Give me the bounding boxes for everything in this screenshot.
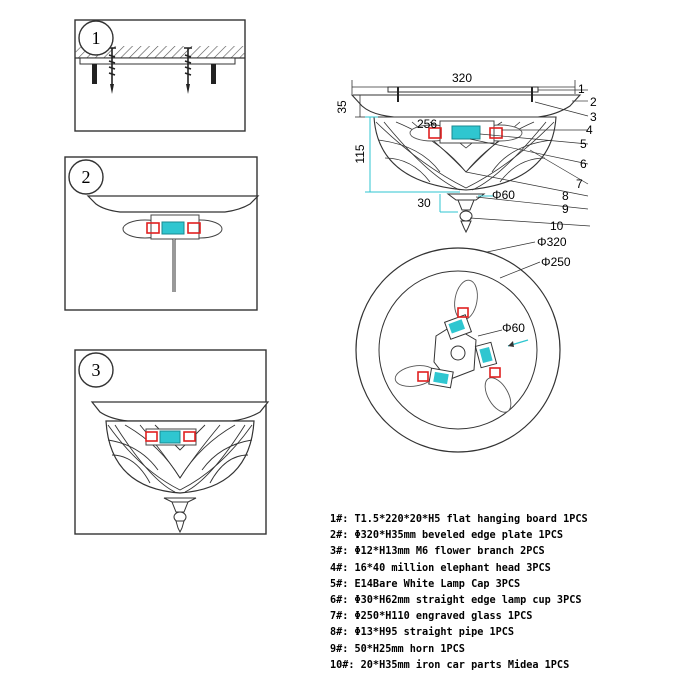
step-2-panel: 2 (64, 156, 260, 311)
dim-glass-height: 115 (353, 144, 367, 163)
plan-socket-top (443, 307, 473, 340)
step-2-number: 2 (82, 167, 91, 187)
callout-1: 1 (578, 82, 585, 96)
step-1-number: 1 (92, 28, 101, 48)
lamp-cap-cyan (159, 430, 181, 444)
elevation-view: 320 256 (335, 71, 597, 234)
parts-list-item: 6#: Φ30*H62mm straight edge lamp cup 3PC… (330, 595, 582, 607)
glass-bowl (105, 420, 255, 494)
socket-red-left (146, 222, 160, 234)
callout-8: 8 (562, 189, 569, 203)
edge-plate (86, 195, 260, 213)
callout-6: 6 (580, 157, 587, 171)
plan-view: Φ320 Φ250 Φ60 (355, 235, 571, 453)
parts-list-item: 10#: 20*H35mm iron car parts Midea 1PCS (330, 659, 570, 671)
socket-red-right (187, 222, 201, 234)
dim-plan-inner: Φ250 (541, 255, 571, 269)
step-3-panel: 3 (74, 349, 270, 535)
parts-list-item: 3#: Φ12*H13mm M6 flower branch 2PCS (330, 546, 545, 558)
parts-list-item: 2#: Φ320*H35mm beveled edge plate 1PCS (330, 530, 564, 542)
parts-list-item: 5#: E14Bare White Lamp Cap 3PCS (330, 578, 521, 590)
hanging-board (79, 57, 236, 65)
callout-3: 3 (590, 110, 597, 124)
callout-4: 4 (586, 123, 593, 137)
step-1-panel: 1 (74, 19, 246, 132)
parts-list: 1#: T1.5*220*20*H5 flat hanging board 1P… (330, 512, 698, 674)
step-3-number: 3 (92, 360, 101, 380)
dim-cup-dia: Φ60 (492, 188, 515, 202)
lamp-cap-cyan (451, 125, 481, 140)
step-3-badge (78, 352, 114, 388)
callout-9: 9 (562, 202, 569, 216)
finial (163, 497, 197, 534)
dim-cap: 256 (417, 117, 437, 131)
dim-plan-cup: Φ60 (502, 321, 525, 335)
parts-list-item: 7#: Φ250*H110 engraved glass 1PCS (330, 611, 533, 623)
callout-5: 5 (580, 137, 587, 151)
dim-plate-height: 35 (335, 100, 349, 114)
edge-plate (90, 401, 270, 422)
beveled-plate (350, 94, 582, 118)
glass-pattern (107, 424, 253, 493)
finial (446, 193, 486, 234)
parts-list-item: 1#: T1.5*220*20*H5 flat hanging board 1P… (330, 514, 588, 525)
dim-horn-height: 30 (417, 196, 431, 210)
plan-bulbs (394, 279, 512, 413)
callout-7: 7 (576, 177, 583, 191)
lamp-cap-cyan (161, 221, 185, 235)
step-2-badge (68, 159, 104, 195)
screw-right (184, 47, 216, 94)
plan-socket-left (417, 367, 454, 389)
plan-socket-right (474, 341, 501, 378)
leader-lines (465, 89, 591, 227)
dim-plan-outer: Φ320 (537, 235, 567, 249)
parts-list-item: 9#: 50*H25mm horn 1PCS (330, 643, 465, 655)
callout-2: 2 (590, 95, 597, 109)
ceiling-hatch (75, 46, 245, 58)
callout-10: 10 (550, 219, 564, 233)
parts-list-item: 8#: Φ13*H95 straight pipe 1PCS (330, 627, 515, 639)
hanging-board (387, 86, 539, 93)
parts-list-item: 4#: 16*40 million elephant head 3PCS (330, 562, 551, 574)
step-1-badge (78, 20, 114, 56)
dim-width-top: 320 (452, 71, 472, 85)
screw-left (92, 47, 116, 94)
